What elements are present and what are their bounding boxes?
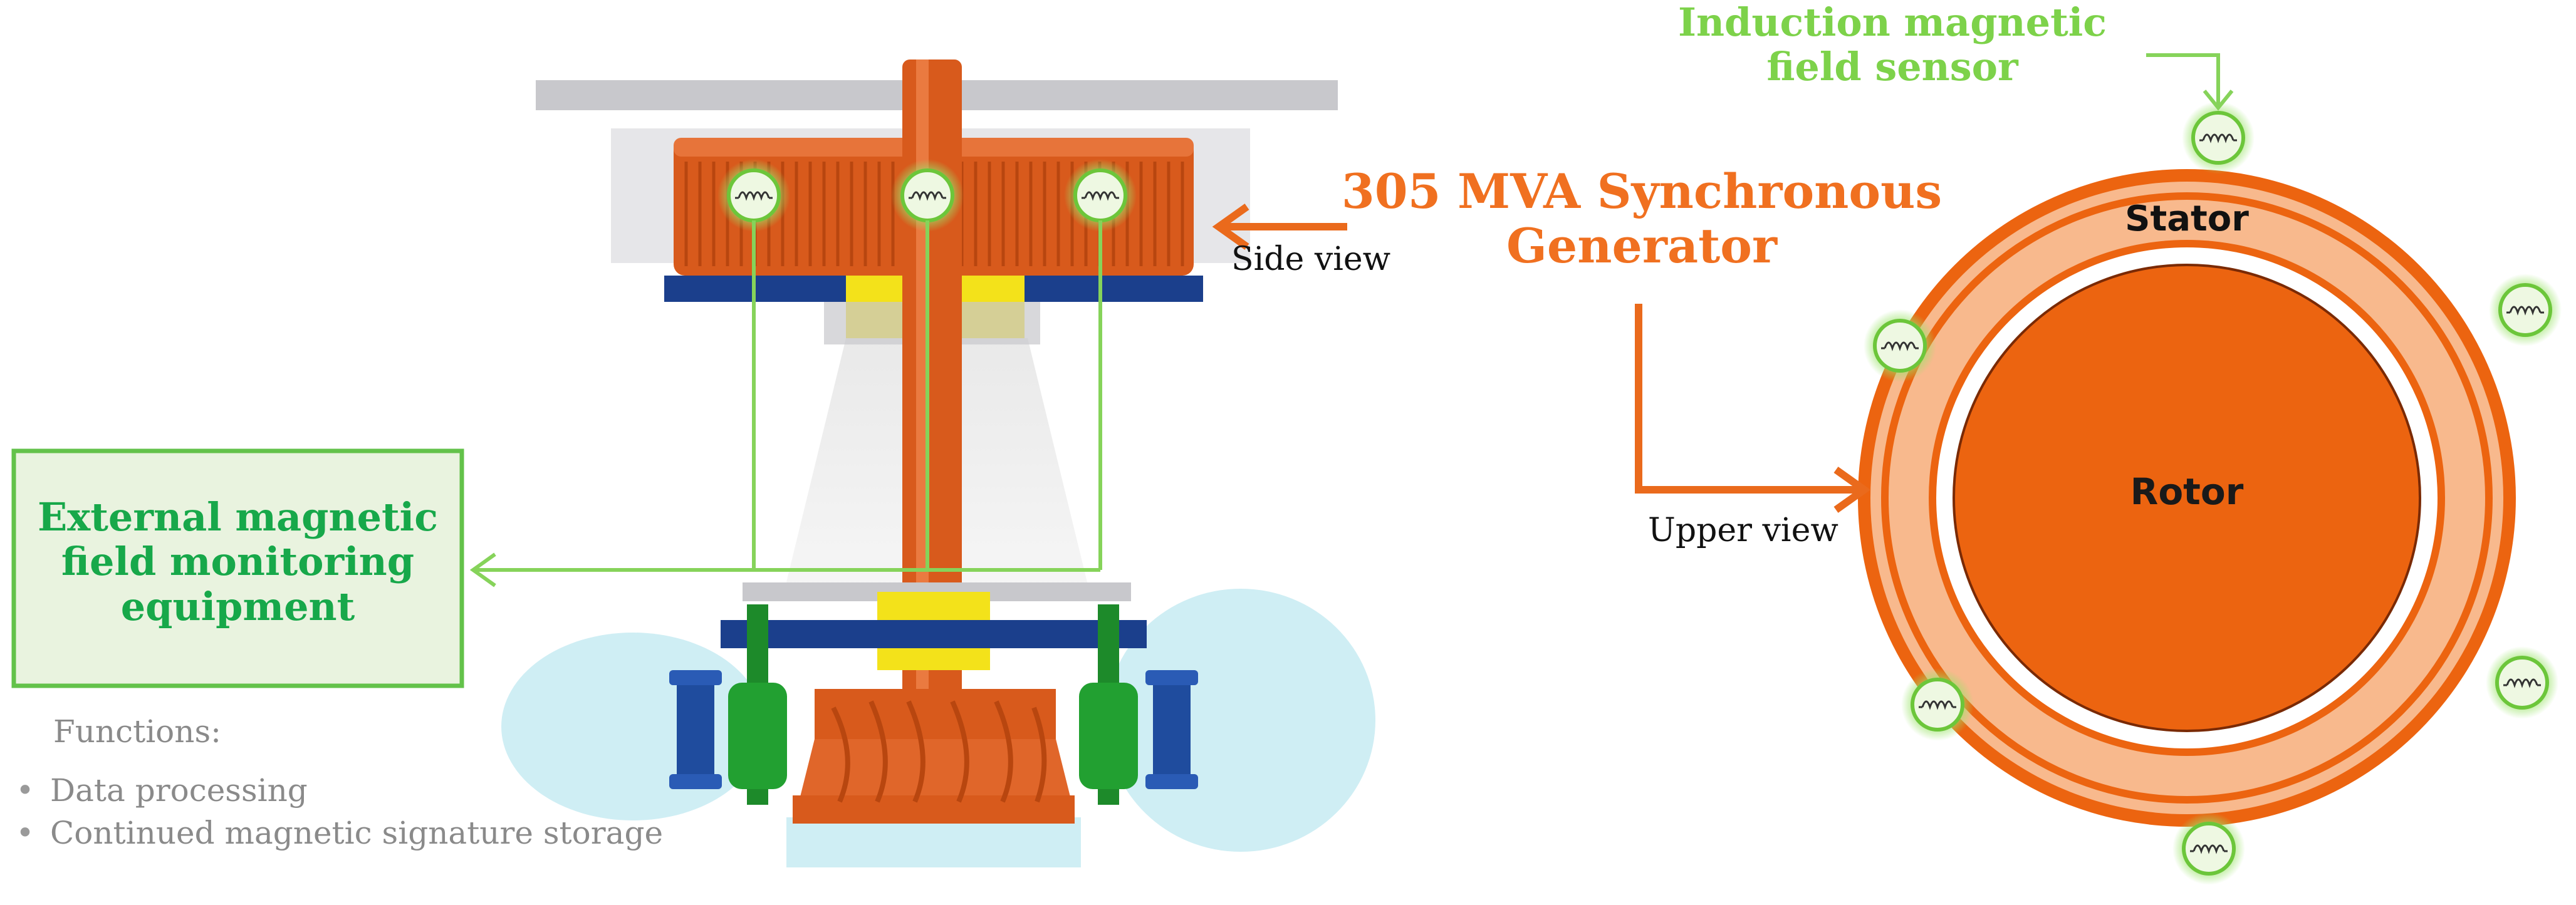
bullet-icon: •: [16, 815, 34, 851]
equipment-label-line1: External magnetic: [38, 494, 438, 540]
side-view-generator: [469, 59, 1375, 867]
blue-column-left: [669, 670, 722, 789]
sensor-label-line2: field sensor: [1766, 44, 2018, 90]
stator-label: Stator: [2125, 199, 2249, 239]
turbine: [793, 689, 1075, 824]
blue-column-right: [1145, 670, 1198, 789]
functions-heading: Functions:: [53, 713, 221, 750]
sensor-upper-left-icon: [1864, 309, 1936, 382]
functions-item: • Data processing: [0, 769, 663, 812]
equipment-box: [11, 448, 464, 688]
upper-view-generator: [1635, 53, 2562, 885]
sensor-upper-right-icon: [2489, 274, 2562, 346]
sensor-label: Induction magnetic field sensor: [1604, 0, 2181, 90]
functions-item-text: Data processing: [50, 772, 308, 809]
equipment-label-line3: equipment: [120, 583, 355, 629]
side-view-arrow: [1212, 204, 1347, 250]
sensor-label-line1: Induction magnetic: [1677, 0, 2107, 45]
sensor-top-icon: [2182, 101, 2255, 174]
water-bottom: [786, 817, 1081, 867]
sensor-lower-right-icon: [2486, 646, 2558, 719]
sensor-lower-left-icon: [1901, 668, 1974, 741]
functions-item-text: Continued magnetic signature storage: [50, 815, 664, 851]
functions-item: • Continued magnetic signature storage: [0, 812, 663, 854]
rotor-label: Rotor: [2130, 470, 2244, 513]
navy-band-lower: [721, 620, 1147, 648]
green-column-left: [728, 604, 787, 805]
bullet-icon: •: [16, 772, 34, 809]
rotor-body: [1953, 264, 2421, 732]
side-view-label: Side view: [1231, 240, 1391, 278]
generator-label-line2: Generator: [1506, 218, 1777, 274]
upper-view-arrow: [1635, 304, 1871, 513]
functions-list: • Data processing • Continued magnetic sig…: [0, 769, 663, 854]
sensor-wiring: [469, 220, 1102, 587]
generator-label-line1: 305 MVA Synchronous: [1341, 163, 1942, 219]
sensor-bottom-icon: [2172, 812, 2245, 885]
generator-label: 305 MVA Synchronous Generator: [1341, 164, 1942, 274]
equipment-label-line2: field monitoring: [61, 539, 415, 585]
green-column-right: [1079, 604, 1138, 805]
sensor-pointer-arrow: [2146, 53, 2234, 111]
upper-view-label: Upper view: [1648, 512, 1838, 549]
equipment-label: External magnetic field monitoring equip…: [14, 495, 462, 629]
